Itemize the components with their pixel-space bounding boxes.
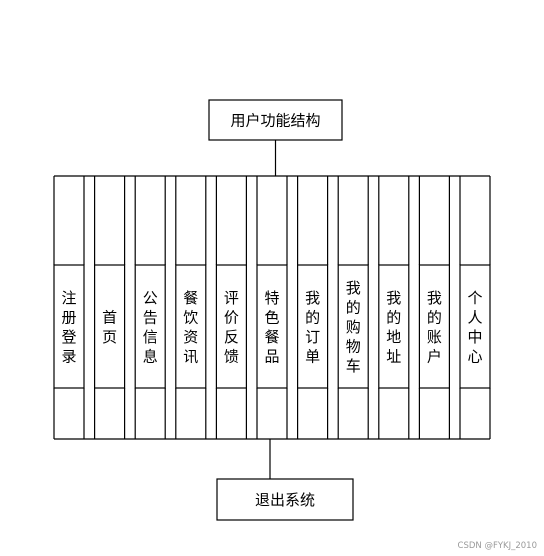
module-label-char: 餐 [183, 289, 198, 307]
module-box [378, 264, 410, 389]
module-label-char: 价 [224, 308, 239, 326]
module-label-char: 首 [102, 308, 117, 326]
module-label-char: 评 [224, 289, 239, 307]
module-label-char: 址 [386, 347, 401, 365]
module-label-char: 账 [427, 328, 442, 346]
module-node: 首页 [93, 264, 126, 389]
module-box [337, 264, 369, 389]
module-label-char: 中 [467, 328, 482, 346]
module-label-char: 购 [346, 318, 361, 336]
module-label-char: 反 [224, 328, 239, 346]
module-box [256, 264, 288, 389]
module-box [175, 264, 207, 389]
module-label-char: 我 [346, 279, 361, 297]
module-boxes: 注册登录首页公告信息餐饮资讯评价反馈特色餐品我的订单我的购物车我的地址我的账户个… [53, 264, 491, 389]
module-label-char: 地 [386, 328, 401, 346]
module-label-char: 我 [386, 289, 401, 307]
module-label-char: 资 [183, 328, 198, 346]
module-label-char: 录 [61, 347, 76, 365]
module-label-char: 车 [346, 357, 361, 375]
module-label-char: 个 [467, 289, 482, 307]
module-label-char: 册 [61, 308, 76, 326]
module-label-char: 注 [61, 289, 76, 307]
top-node: 用户功能结构 [208, 99, 343, 141]
watermark: CSDN @FYKJ_2010 [458, 541, 537, 551]
module-label-char: 信 [143, 328, 158, 346]
module-label-char: 息 [143, 347, 158, 365]
module-box [93, 264, 126, 389]
module-label-char: 色 [264, 308, 279, 326]
module-label-char: 页 [102, 328, 117, 346]
connector-lines [53, 140, 491, 479]
module-label-char: 的 [386, 308, 401, 326]
module-label-char: 登 [61, 328, 76, 346]
module-label-char: 的 [346, 299, 361, 317]
module-label-char: 心 [467, 347, 482, 365]
module-label-char: 我 [305, 289, 320, 307]
module-label-char: 告 [143, 308, 158, 326]
module-label-char: 的 [305, 308, 320, 326]
module-label-char: 品 [264, 347, 279, 365]
module-label-char: 的 [427, 308, 442, 326]
module-box [134, 264, 166, 389]
module-label-char: 人 [467, 308, 482, 326]
bottom-node-box [216, 478, 354, 521]
module-label-char: 讯 [183, 347, 198, 365]
module-box [418, 264, 450, 389]
module-label-char: 特 [264, 289, 279, 307]
module-label-char: 我 [427, 289, 442, 307]
top-node-box [208, 99, 343, 141]
module-label-char: 餐 [264, 328, 279, 346]
module-label-char: 公 [143, 289, 158, 307]
bottom-node-label: 退出系统 [255, 491, 315, 509]
module-box [215, 264, 247, 389]
module-box [297, 264, 329, 389]
module-label-char: 饮 [183, 308, 198, 326]
module-label-char: 单 [305, 347, 320, 365]
module-box [53, 264, 85, 389]
module-label-char: 馈 [224, 347, 239, 365]
bottom-node: 退出系统 [216, 478, 354, 521]
top-node-label: 用户功能结构 [230, 112, 320, 130]
module-label-char: 物 [346, 338, 361, 356]
module-label-char: 订 [305, 328, 320, 346]
module-box [459, 264, 491, 389]
module-label-char: 户 [427, 347, 442, 365]
